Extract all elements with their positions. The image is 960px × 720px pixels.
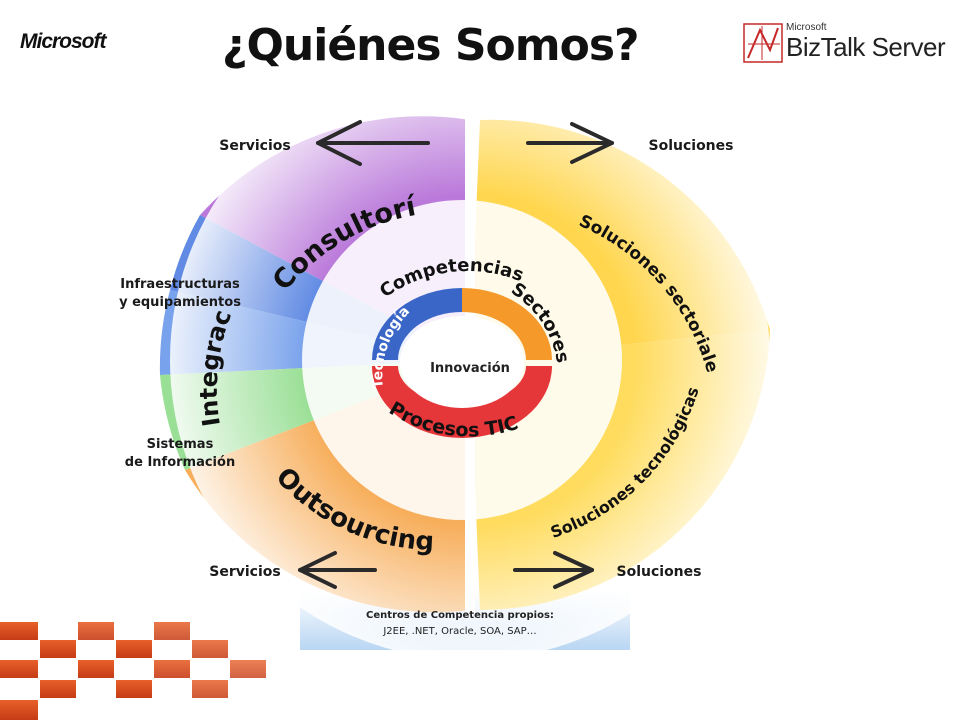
center-label-innovacion: Innovación: [430, 361, 510, 376]
label-soluciones-top: Soluciones: [648, 138, 734, 154]
arrow-left-top-icon: [316, 120, 430, 166]
microsoft-logo: Microsoft: [20, 30, 106, 53]
biztalk-vendor-label: Microsoft: [786, 22, 827, 33]
ring-segment-tecnologia: [372, 288, 462, 360]
biztalk-product-label: BizTalk Server: [786, 32, 946, 62]
label-infraestructuras-line2: y equipamientos: [119, 295, 241, 310]
decorative-blocks: [0, 622, 266, 720]
page-title: ¿Quiénes Somos?: [222, 20, 640, 71]
label-sistemas-line2: de Información: [124, 455, 236, 470]
label-sistemas: Sistemas de Información: [105, 436, 255, 472]
label-soluciones-bottom: Soluciones: [616, 564, 702, 580]
arrow-right-bottom-icon: [513, 551, 594, 589]
label-servicios-top: Servicios: [219, 138, 291, 154]
label-sistemas-line1: Sistemas: [146, 437, 214, 452]
inner-ring: [372, 288, 552, 438]
ring-segment-procesos-band: [372, 366, 552, 424]
label-infraestructuras-line1: Infraestructuras: [120, 277, 240, 292]
biztalk-logo-icon: [743, 23, 783, 63]
arrow-right-top-icon: [526, 122, 614, 164]
ring-segment-sectores: [462, 288, 552, 360]
footer-title: Centros de Competencia propios:: [366, 610, 554, 621]
ring-center: [400, 316, 524, 408]
ring-segment-procesos: [372, 366, 552, 438]
label-servicios-bottom: Servicios: [209, 564, 281, 580]
footer-technologies: J2EE, .NET, Oracle, SOA, SAP…: [383, 626, 537, 637]
arrow-left-bottom-icon: [298, 551, 377, 589]
label-infraestructuras: Infraestructuras y equipamientos: [105, 276, 255, 312]
